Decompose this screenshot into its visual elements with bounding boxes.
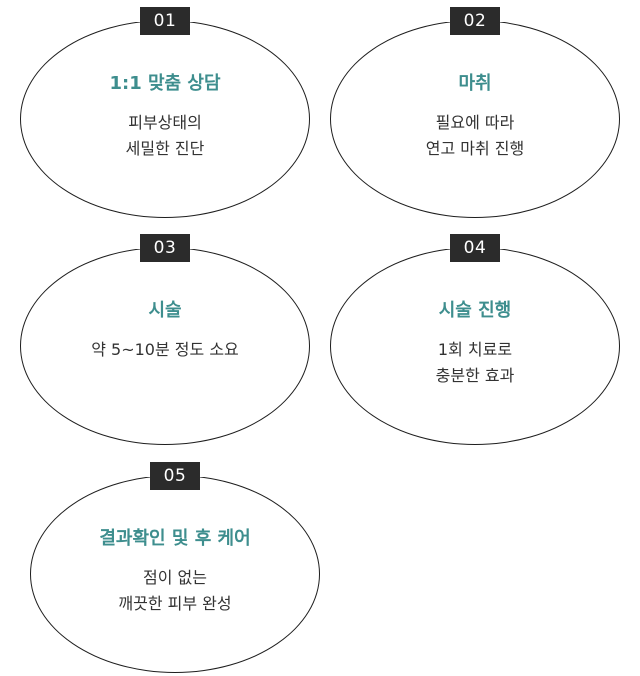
step-card-procedure: 03 시술 약 5~10분 정도 소요 [20, 234, 310, 445]
step-title: 1:1 맞춤 상담 [109, 73, 221, 94]
step-title: 시술 진행 [438, 300, 512, 321]
step-description-line: 필요에 따라 [435, 113, 515, 132]
step-title: 시술 [148, 300, 182, 321]
step-number-badge: 04 [440, 234, 510, 262]
step-title: 결과확인 및 후 케어 [99, 528, 251, 549]
step-description-line: 세밀한 진단 [125, 139, 205, 158]
step-description-line: 1회 치료로 [437, 340, 513, 359]
step-number-badge: 05 [140, 462, 210, 490]
step-card-anesthesia: 02 마취 필요에 따라 연고 마취 진행 [330, 7, 620, 218]
step-number-badge: 02 [440, 7, 510, 35]
step-description-line: 충분한 효과 [435, 366, 515, 385]
step-description-line: 깨끗한 피부 완성 [118, 594, 232, 613]
step-description-line: 피부상태의 [128, 113, 202, 132]
step-description-line: 연고 마취 진행 [425, 139, 525, 158]
step-description: 필요에 따라 연고 마취 진행 [331, 110, 619, 162]
step-card-aftercare: 05 결과확인 및 후 케어 점이 없는 깨끗한 피부 완성 [30, 462, 320, 673]
step-card-treatment: 04 시술 진행 1회 치료로 충분한 효과 [330, 234, 620, 445]
step-description: 피부상태의 세밀한 진단 [21, 110, 309, 162]
step-description-line: 점이 없는 [143, 568, 207, 587]
step-description: 약 5~10분 정도 소요 [21, 337, 309, 363]
step-number-badge: 01 [130, 7, 200, 35]
step-number-badge: 03 [130, 234, 200, 262]
step-title: 마취 [458, 73, 492, 94]
step-description: 점이 없는 깨끗한 피부 완성 [31, 565, 319, 617]
step-description: 1회 치료로 충분한 효과 [331, 337, 619, 389]
step-card-consultation: 01 1:1 맞춤 상담 피부상태의 세밀한 진단 [20, 7, 310, 218]
step-description-line: 약 5~10분 정도 소요 [91, 340, 239, 359]
